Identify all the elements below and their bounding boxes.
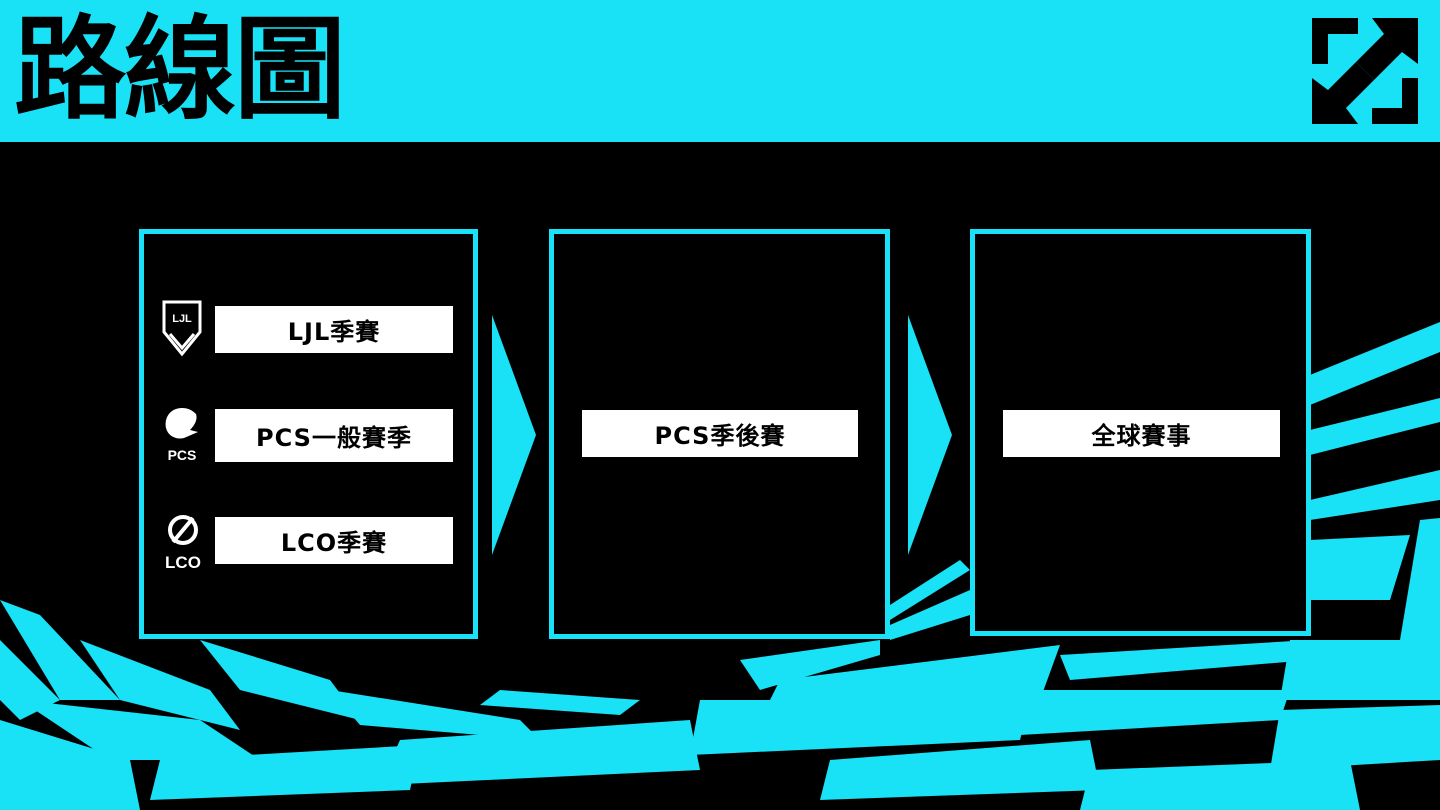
stage-item-label: 全球賽事	[1003, 410, 1280, 457]
page-title: 路線圖	[14, 5, 346, 135]
stage-item-label: PCS季後賽	[582, 410, 858, 457]
stage-item-label: LJL季賽	[215, 306, 453, 353]
flow-arrow-icon	[908, 315, 952, 555]
lco-emblem-icon: LCO	[165, 515, 201, 572]
ljl-crest-icon: LJL	[162, 300, 202, 357]
flow-arrow-icon	[492, 315, 536, 555]
svg-text:PCS: PCS	[168, 447, 197, 463]
stage-item-label: PCS一般賽季	[215, 409, 453, 462]
header-bar	[0, 0, 1440, 142]
pcs-dragon-icon: PCS	[165, 408, 198, 463]
stage-item-label: LCO季賽	[215, 517, 453, 564]
svg-text:LJL: LJL	[172, 313, 192, 325]
svg-text:LCO: LCO	[165, 553, 201, 572]
expand-arrows-icon	[1312, 18, 1418, 124]
